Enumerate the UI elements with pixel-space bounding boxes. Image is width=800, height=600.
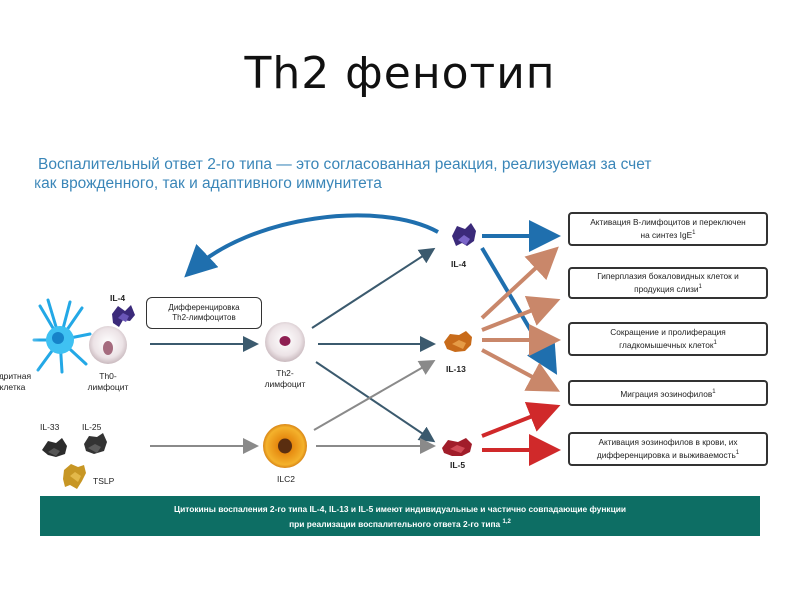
outcome-box-4: Миграция эозинофилов1 [568, 380, 768, 406]
dendritic-label-line-2: клетка [0, 382, 26, 392]
il13-cytokine-icon [444, 331, 472, 352]
outcome-4-text-1: Миграция эозинофилов [620, 388, 713, 399]
il4-molecule-icon [112, 305, 135, 327]
outcome-box-2: Гиперплазия бокаловидных клеток и продук… [568, 267, 768, 299]
footer-text-2: при реализации воспалительного ответа 2-… [289, 518, 501, 529]
th2-cell-label: Th2- лимфоцит [259, 368, 311, 390]
outcome-1-footnote: 1 [692, 230, 696, 237]
outcome-5-footnote: 1 [735, 450, 740, 457]
th2-label-line-1: Th2- [276, 368, 294, 378]
ilc2-cell-icon [263, 424, 307, 468]
differentiation-line-1: Дифференцировка [168, 303, 240, 312]
th0-cell-label: Th0- лимфоцит [84, 371, 132, 393]
dendritic-label-line-1: ндритная [0, 371, 32, 381]
intro-text: Воспалительный ответ 2-го типа — это сог… [34, 155, 758, 193]
il25-label: IL-25 [82, 422, 102, 432]
outcome-box-3: Сокращение и пролиферация гладкомышечных… [568, 322, 768, 356]
footer-footnote: 1,2 [502, 519, 511, 525]
il25-molecule-icon [84, 433, 107, 454]
outcome-box-1: Активация В-лимфоцитов и переключен на с… [568, 212, 768, 246]
outcome-3-line-2: гладкомышечных клеток1 [610, 338, 725, 351]
il13-label: IL-13 [446, 364, 466, 374]
feedback-curved-arrow [184, 213, 439, 278]
intro-line-2: как врожденного, так и адаптивного иммун… [34, 175, 382, 192]
outcome-2-line-1: Гиперплазия бокаловидных клеток и [597, 271, 739, 282]
th2-label-line-2: лимфоцит [264, 379, 306, 389]
th0-cell-icon [89, 326, 127, 364]
il33-molecule-icon [42, 438, 67, 457]
arrow-il13-to-outcome-2 [481, 295, 561, 332]
outcome-2-footnote: 1 [698, 284, 702, 291]
outcome-1-text-2: на синтез IgE [640, 229, 693, 240]
il4-left-label: IL-4 [110, 293, 126, 303]
tslp-label: TSLP [93, 476, 115, 486]
il4-cytokine-icon [452, 223, 476, 246]
arrow-th2-to-il4 [311, 247, 436, 329]
outcome-box-5: Активация эозинофилов в крови, их диффер… [568, 432, 768, 466]
outcome-1-line-2: на синтез IgE1 [590, 228, 746, 241]
outcome-2-text-2: продукция слизи [634, 283, 699, 294]
intro-line-1: Воспалительный ответ 2-го типа — это сог… [38, 156, 652, 173]
outcome-1-line-1: Активация В-лимфоцитов и переключен [590, 217, 746, 228]
outcome-5-line-2: дифференцировка и выживаемость1 [597, 448, 739, 461]
arrow-il13-to-outcome-4 [481, 348, 561, 392]
differentiation-box: Дифференцировка Th2-лимфоцитов [146, 297, 262, 329]
il33-label: IL-33 [40, 422, 60, 432]
dendritic-cell-label: ндритная клетка [0, 371, 31, 393]
ilc2-cell-label: ILC2 [277, 474, 295, 484]
footer-summary-bar: Цитокины воспаления 2-го типа IL-4, IL-1… [40, 496, 760, 536]
footer-line-2: при реализации воспалительного ответа 2-… [40, 516, 760, 531]
dendritic-cell-icon [32, 298, 92, 374]
th0-label-line-2: лимфоцит [87, 382, 129, 392]
outcome-3-text-2: гладкомышечных клеток [619, 339, 714, 350]
il5-cytokine-icon [442, 438, 472, 456]
outcome-5-line-1: Активация эозинофилов в крови, их [598, 437, 738, 448]
differentiation-line-2: Th2-лимфоцитов [172, 313, 236, 322]
arrow-il5-to-outcome-4 [481, 401, 561, 438]
outcome-2-line-2: продукция слизи1 [597, 282, 739, 295]
arrow-il13-to-outcome-1 [480, 246, 559, 320]
il5-label: IL-5 [450, 460, 466, 470]
footer-line-1: Цитокины воспаления 2-го типа IL-4, IL-1… [173, 504, 627, 514]
left-edge-fade [0, 150, 40, 550]
arrow-ilc2-to-il13 [313, 360, 436, 431]
slide-title: Th2 фенотип [244, 48, 556, 99]
outcome-5-text-2: дифференцировка и выживаемость [596, 449, 736, 460]
arrow-th2-to-il5 [315, 361, 436, 443]
outcome-4-footnote: 1 [712, 388, 716, 395]
outcome-3-line-1: Сокращение и пролиферация [610, 327, 726, 338]
tslp-molecule-icon [63, 464, 86, 489]
th2-cell-icon [265, 322, 305, 362]
outcome-3-footnote: 1 [713, 340, 717, 347]
th0-label-line-1: Th0- [99, 371, 117, 381]
outcome-4-line-1: Миграция эозинофилов1 [620, 387, 715, 400]
il4-label: IL-4 [451, 259, 467, 269]
